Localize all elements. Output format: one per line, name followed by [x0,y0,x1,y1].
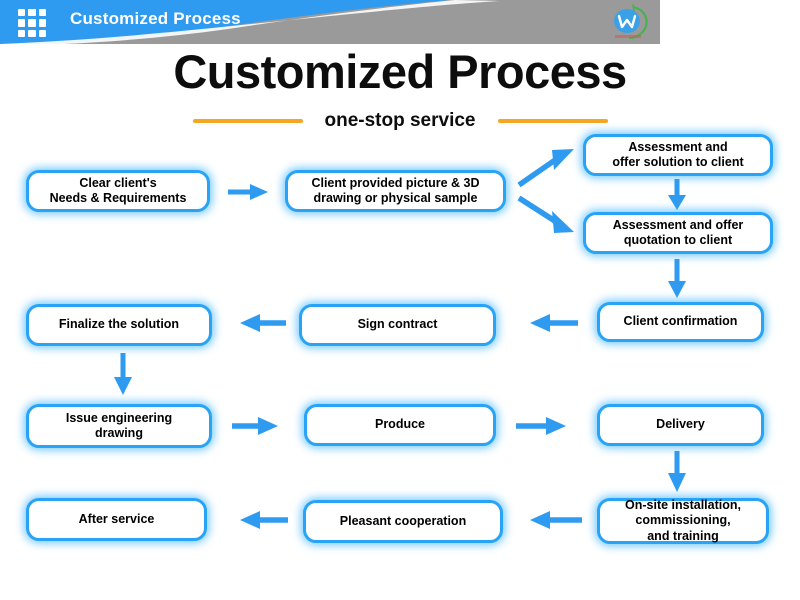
arrow-down-quotation-to-confirmation [662,258,692,300]
flow-node-client-provided-picture[interactable]: Client provided picture & 3D drawing or … [285,170,506,212]
flow-node-produce[interactable]: Produce [304,404,496,446]
banner-background [0,0,660,44]
arrow-upright-picture-to-solution [516,144,580,190]
subtitle-row: one-stop service [0,110,800,132]
flow-node-finalize-solution[interactable]: Finalize the solution [26,304,212,346]
header-banner: Customized Process [0,0,660,44]
banner-title: Customized Process [70,9,241,28]
flow-node-clear-client-needs[interactable]: Clear client's Needs & Requirements [26,170,210,212]
flow-node-pleasant-cooperation[interactable]: Pleasant cooperation [303,500,503,543]
flow-node-after-service[interactable]: After service [26,498,207,541]
grid-cell [28,9,36,17]
arrow-left-installation-to-cooperation [512,509,586,531]
arrow-downright-picture-to-quotation [516,190,580,236]
grid-icon[interactable] [18,9,46,37]
grid-cell [18,9,26,17]
arrow-left-contract-to-finalize [228,312,290,334]
grid-cell [18,19,26,27]
page-title: Customized Process [173,45,627,98]
page-subtitle: one-stop service [324,110,476,131]
arrow-left-cooperation-to-afterservice [226,509,292,531]
arrow-down-finalize-to-drawing [108,352,138,398]
flow-node-issue-engineering-drawing[interactable]: Issue engineering drawing [26,404,212,448]
flow-node-sign-contract[interactable]: Sign contract [299,304,496,346]
arrow-down-delivery-to-installation [662,450,692,496]
arrow-left-confirmation-to-contract [512,312,582,334]
arrow-right-drawing-to-produce [228,415,290,437]
company-logo-icon [614,4,648,40]
flow-node-onsite-installation[interactable]: On-site installation, commissioning, and… [597,498,769,544]
rule-left [192,119,303,123]
arrow-right-needs-to-picture [226,182,272,202]
grid-cell [28,19,36,27]
grid-cell [18,29,26,37]
grid-cell [38,29,46,37]
arrow-down-solution-to-quotation [662,178,692,212]
flow-node-client-confirmation[interactable]: Client confirmation [597,302,764,342]
grid-cell [38,9,46,17]
grid-cell [38,19,46,27]
rule-right [497,119,608,123]
flow-node-assessment-offer-solution[interactable]: Assessment and offer solution to client [583,134,773,176]
flow-node-delivery[interactable]: Delivery [597,404,764,446]
grid-cell [28,29,36,37]
arrow-right-produce-to-delivery [512,415,582,437]
flow-node-assessment-offer-quotation[interactable]: Assessment and offer quotation to client [583,212,773,254]
